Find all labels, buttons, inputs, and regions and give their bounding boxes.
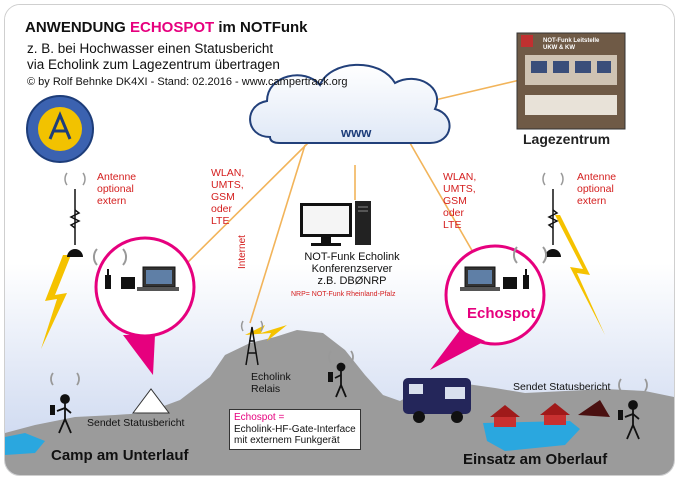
lagezentrum-photo	[516, 32, 626, 130]
link-left-laptop	[174, 140, 311, 276]
water-left	[5, 433, 45, 455]
hilltop-operator-figure	[328, 350, 354, 398]
water-right	[483, 421, 580, 451]
lightning-bolts	[41, 215, 605, 349]
camper-van-icon	[403, 378, 471, 423]
right-place-label: Einsatz am Oberlauf	[463, 451, 608, 468]
right-operator-figure	[618, 378, 648, 440]
scene-graphics	[5, 5, 674, 475]
link-relay	[249, 144, 306, 324]
link-lagezentrum	[434, 79, 521, 101]
server-computer-icon	[300, 201, 371, 246]
server-note: NRP= NOT-Funk Rheinland-Pfalz	[291, 291, 396, 298]
left-status-text: Sendet Statusbericht	[87, 417, 185, 429]
internet-cloud	[249, 63, 451, 144]
right-external-antenna	[542, 172, 564, 245]
network-links	[174, 79, 521, 324]
left-operator-figure	[50, 372, 80, 434]
echospot-label: Echospot	[467, 305, 536, 322]
internet-label: Internet	[237, 235, 248, 269]
right-status-text: Sendet Statusbericht	[513, 381, 611, 393]
left-laptop-icon	[105, 266, 179, 291]
left-external-antenna	[64, 172, 86, 245]
diagram-frame: ANWENDUNG ECHOSPOT im NOTFunk z. B. bei …	[4, 4, 675, 476]
cloud-label: www	[341, 125, 372, 140]
right-laptop-icon	[460, 266, 529, 291]
left-place-label: Camp am Unterlauf	[51, 447, 189, 464]
subtitle-line-1: z. B. bei Hochwasser einen Statusbericht	[27, 41, 274, 56]
subtitle-line-2: via Echolink zum Lagezentrum übertragen	[27, 57, 280, 72]
tent-icon	[132, 388, 170, 414]
page-title: ANWENDUNG ECHOSPOT im NOTFunk	[25, 19, 308, 36]
notfunk-logo-seal	[26, 95, 94, 163]
credit-line: © by Rolf Behnke DK4XI - Stand: 02.2016 …	[27, 76, 348, 88]
relay-tower-icon	[240, 320, 264, 366]
bubble-signal-icons	[93, 246, 547, 266]
lagezentrum-label: Lagezentrum	[523, 131, 611, 147]
houses	[490, 400, 610, 427]
echospot-definition-box: Echospot = Echolink-HF-Gate-Interface mi…	[229, 409, 361, 450]
